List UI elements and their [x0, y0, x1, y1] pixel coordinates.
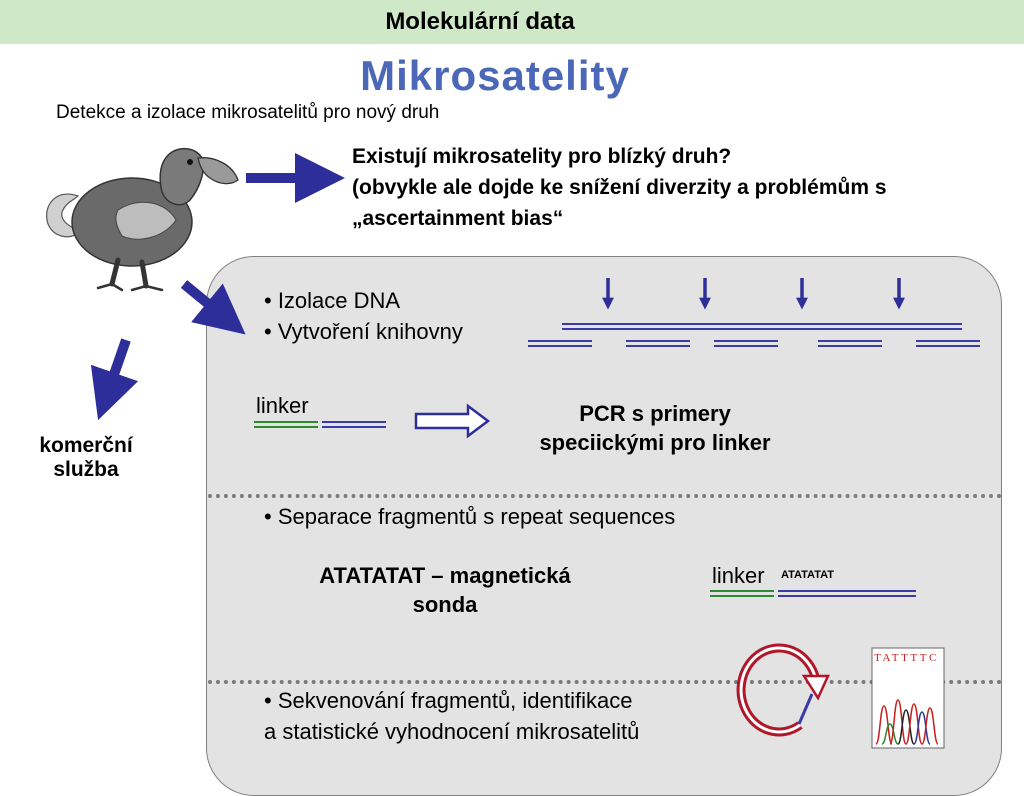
arrow-to-panel — [180, 280, 246, 335]
linker-label-2: linker — [712, 563, 765, 588]
outline-arrow-pcr — [414, 403, 491, 439]
header-bar — [0, 0, 1024, 44]
subtitle: Detekce a izolace mikrosatelitů pro nový… — [56, 102, 440, 123]
probe-line-1: ATATATAT – magnetická — [319, 563, 571, 588]
divider-2 — [208, 680, 1002, 684]
commercial-service-line-1: komerční — [39, 434, 133, 457]
arrow-to-commercial — [90, 338, 139, 421]
chromatogram-bases: TATTTTC — [874, 652, 939, 664]
dodo-eye — [187, 159, 193, 165]
step-library: • Vytvoření knihovny — [264, 319, 463, 344]
pcr-line-2: speciickými pro linker — [539, 430, 771, 455]
probe-text: ATATATAT – magnetická sonda — [280, 563, 610, 618]
question-line-1: Existují mikrosatelity pro blízký druh? — [352, 145, 732, 168]
repeat-tag: ATATATAT — [781, 569, 834, 581]
linker-green-2 — [710, 590, 774, 597]
sequencing-cycle-icon — [736, 643, 830, 737]
fragment-blue-1 — [322, 421, 386, 428]
dna-fragments — [528, 340, 980, 347]
question-line-2: (obvykle ale dojde ke snížení diverzity … — [352, 176, 887, 199]
dodo-bird-illustration — [46, 147, 239, 292]
header-title: Molekulární data — [385, 8, 575, 35]
step-sequencing-line-1: • Sekvenování fragmentů, identifikace — [264, 688, 633, 713]
pcr-line-1: PCR s primery — [579, 401, 731, 426]
question-line-3: „ascertainment bias“ — [352, 207, 564, 230]
pcr-text: PCR s primery speciickými pro linker — [500, 401, 810, 456]
commercial-service-label: komerční služba — [16, 434, 156, 482]
chromatogram-icon — [871, 647, 945, 749]
fragment-blue-2 — [778, 590, 916, 597]
diagram-graphics — [46, 147, 980, 749]
step-separation: • Separace fragmentů s repeat sequences — [264, 504, 676, 529]
step-sequencing-line-2: a statistické vyhodnocení mikrosatelitů — [264, 719, 640, 744]
probe-line-2: sonda — [412, 592, 478, 617]
divider-1 — [208, 494, 1002, 498]
dna-strand-long — [562, 323, 962, 330]
page-title: Mikrosatelity — [360, 52, 630, 99]
step-isolation-dna: • Izolace DNA — [264, 288, 401, 313]
commercial-service-line-2: služba — [53, 458, 119, 481]
linker-green-1 — [254, 421, 318, 428]
linker-label: linker — [256, 393, 309, 418]
